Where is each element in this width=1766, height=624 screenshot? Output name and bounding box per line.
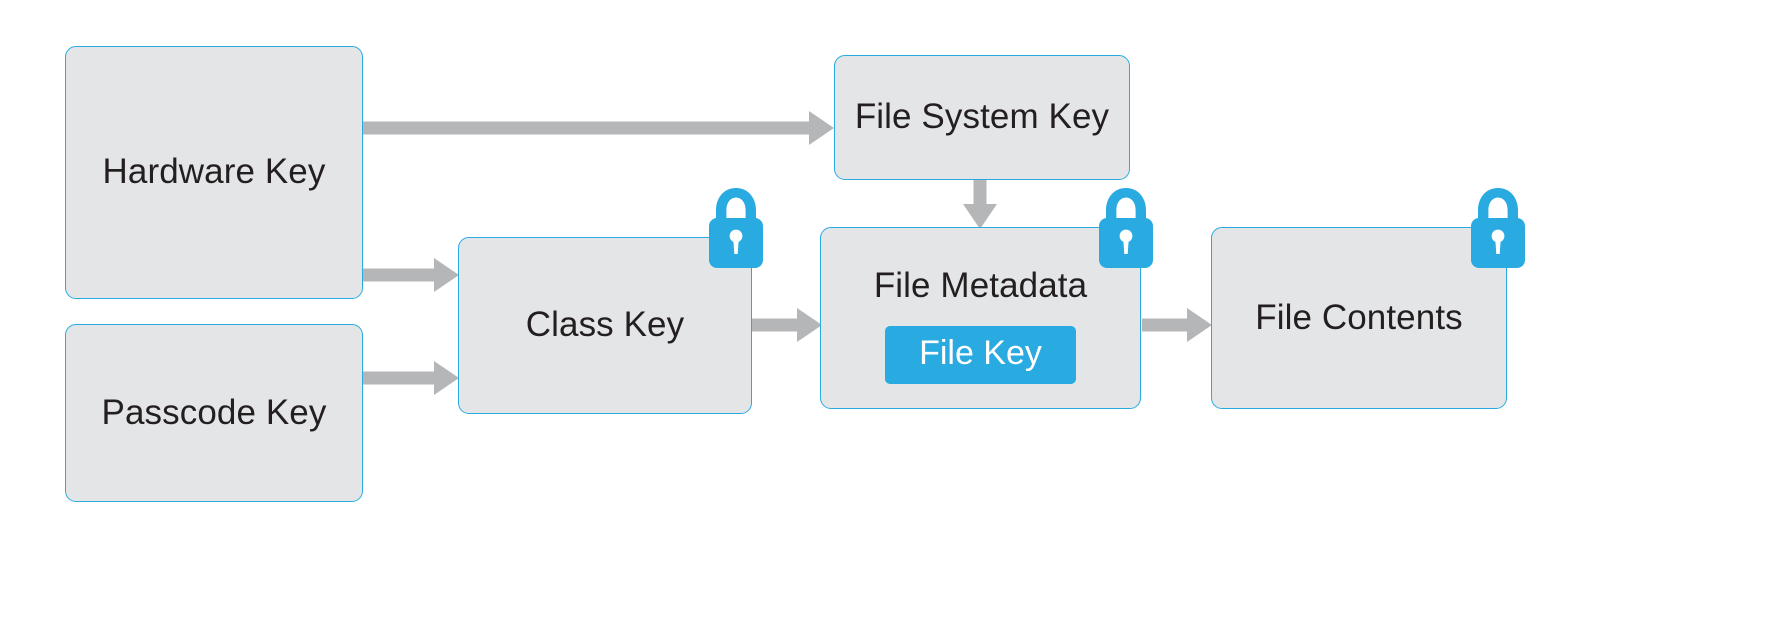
node-class-key[interactable]: Class Key xyxy=(458,237,752,414)
node-label-hardware-key: Hardware Key xyxy=(102,152,326,192)
arrow-shaft xyxy=(363,371,434,385)
padlock-icon-class-key xyxy=(709,188,763,268)
arrow-shaft xyxy=(363,268,434,282)
arrow-shaft xyxy=(1142,318,1187,332)
badge-label-file-key: File Key xyxy=(919,334,1042,373)
badge-file-key[interactable]: File Key xyxy=(885,326,1076,384)
arrow-shaft xyxy=(752,318,797,332)
node-file-contents[interactable]: File Contents xyxy=(1211,227,1507,409)
padlock-icon-file-metadata xyxy=(1099,188,1153,268)
node-label-file-system-key: File System Key xyxy=(854,97,1110,137)
node-label-passcode-key: Passcode Key xyxy=(101,392,327,432)
arrow-hardware-key-to-class-key xyxy=(363,258,459,292)
arrow-shaft xyxy=(363,121,809,135)
arrow-passcode-key-to-class-key xyxy=(363,361,459,395)
node-label-class-key: Class Key xyxy=(525,305,685,345)
arrow-head xyxy=(1187,308,1212,342)
arrow-hardware-key-to-file-system-key xyxy=(363,111,834,145)
arrow-file-system-key-to-file-metadata xyxy=(963,180,997,229)
node-label-file-contents: File Contents xyxy=(1255,297,1463,337)
node-file-metadata[interactable]: File Metadata File Key xyxy=(820,227,1141,409)
node-file-system-key[interactable]: File System Key xyxy=(834,55,1130,180)
arrow-class-key-to-file-metadata xyxy=(752,308,822,342)
arrow-head xyxy=(434,361,459,395)
arrow-head xyxy=(809,111,834,145)
padlock-icon-file-contents xyxy=(1471,188,1525,268)
arrow-file-metadata-to-file-contents xyxy=(1142,308,1212,342)
arrow-head xyxy=(797,308,822,342)
node-passcode-key[interactable]: Passcode Key xyxy=(65,324,363,502)
node-label-file-metadata: File Metadata xyxy=(873,266,1088,305)
arrow-shaft xyxy=(973,180,987,204)
arrow-head xyxy=(963,204,997,229)
node-hardware-key[interactable]: Hardware Key xyxy=(65,46,363,299)
arrow-head xyxy=(434,258,459,292)
